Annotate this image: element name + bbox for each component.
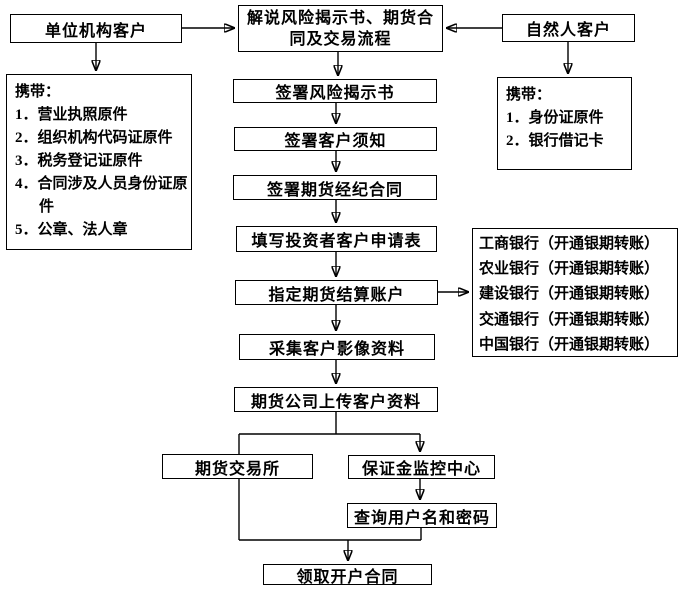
node-natural-customer: 自然人客户 — [502, 14, 635, 42]
node-upload-customer-data: 期货公司上传客户资料 — [234, 387, 438, 412]
list-item: 1．营业执照原件 — [15, 107, 128, 123]
list-item: 3．税务登记证原件 — [15, 153, 143, 169]
natural-bring-title: 携带： — [506, 87, 552, 103]
list-item: 4．合同涉及人员身份证原件 — [15, 176, 188, 215]
list-item: 1．身份证原件 — [506, 110, 604, 126]
bank-item: 农业银行（开通银期转账） — [479, 261, 660, 278]
node-sign-risk-statement: 签署风险揭示书 — [233, 79, 437, 103]
node-receive-account-contract: 领取开户合同 — [263, 564, 432, 586]
node-fill-application-form: 填写投资者客户申请表 — [236, 226, 437, 252]
panel-bank-list: 工商银行（开通银期转账） 农业银行（开通银期转账） 建设银行（开通银期转账） 交… — [472, 228, 678, 357]
node-query-username-password: 查询用户名和密码 — [347, 503, 497, 528]
list-item: 2．银行借记卡 — [506, 133, 604, 149]
list-item: 5．公章、法人章 — [15, 222, 128, 238]
bank-item: 工商银行（开通银期转账） — [479, 236, 660, 252]
list-item: 2．组织机构代码证原件 — [15, 130, 173, 146]
node-sign-customer-notice: 签署客户须知 — [234, 127, 437, 151]
node-sign-brokerage-contract: 签署期货经纪合同 — [233, 175, 437, 200]
node-collect-customer-image: 采集客户影像资料 — [239, 334, 435, 360]
node-explain-risk-contract: 解说风险揭示书、期货合同及交易流程 — [238, 5, 443, 52]
panel-natural-bring-list: 携带： 1．身份证原件 2．银行借记卡 — [497, 77, 632, 170]
node-unit-customer: 单位机构客户 — [10, 14, 182, 43]
unit-bring-title: 携带： — [15, 84, 61, 100]
node-futures-exchange: 期货交易所 — [162, 454, 313, 479]
node-assign-settlement-account: 指定期货结算账户 — [235, 280, 438, 305]
panel-unit-bring-list: 携带： 1．营业执照原件 2．组织机构代码证原件 3．税务登记证原件 4．合同涉… — [6, 74, 192, 250]
node-margin-monitoring-center: 保证金监控中心 — [348, 455, 495, 479]
bank-item: 中国银行（开通银期转账） — [479, 336, 660, 353]
bank-item: 交通银行（开通银期转账） — [479, 311, 660, 328]
bank-item: 建设银行（开通银期转账） — [479, 286, 660, 303]
